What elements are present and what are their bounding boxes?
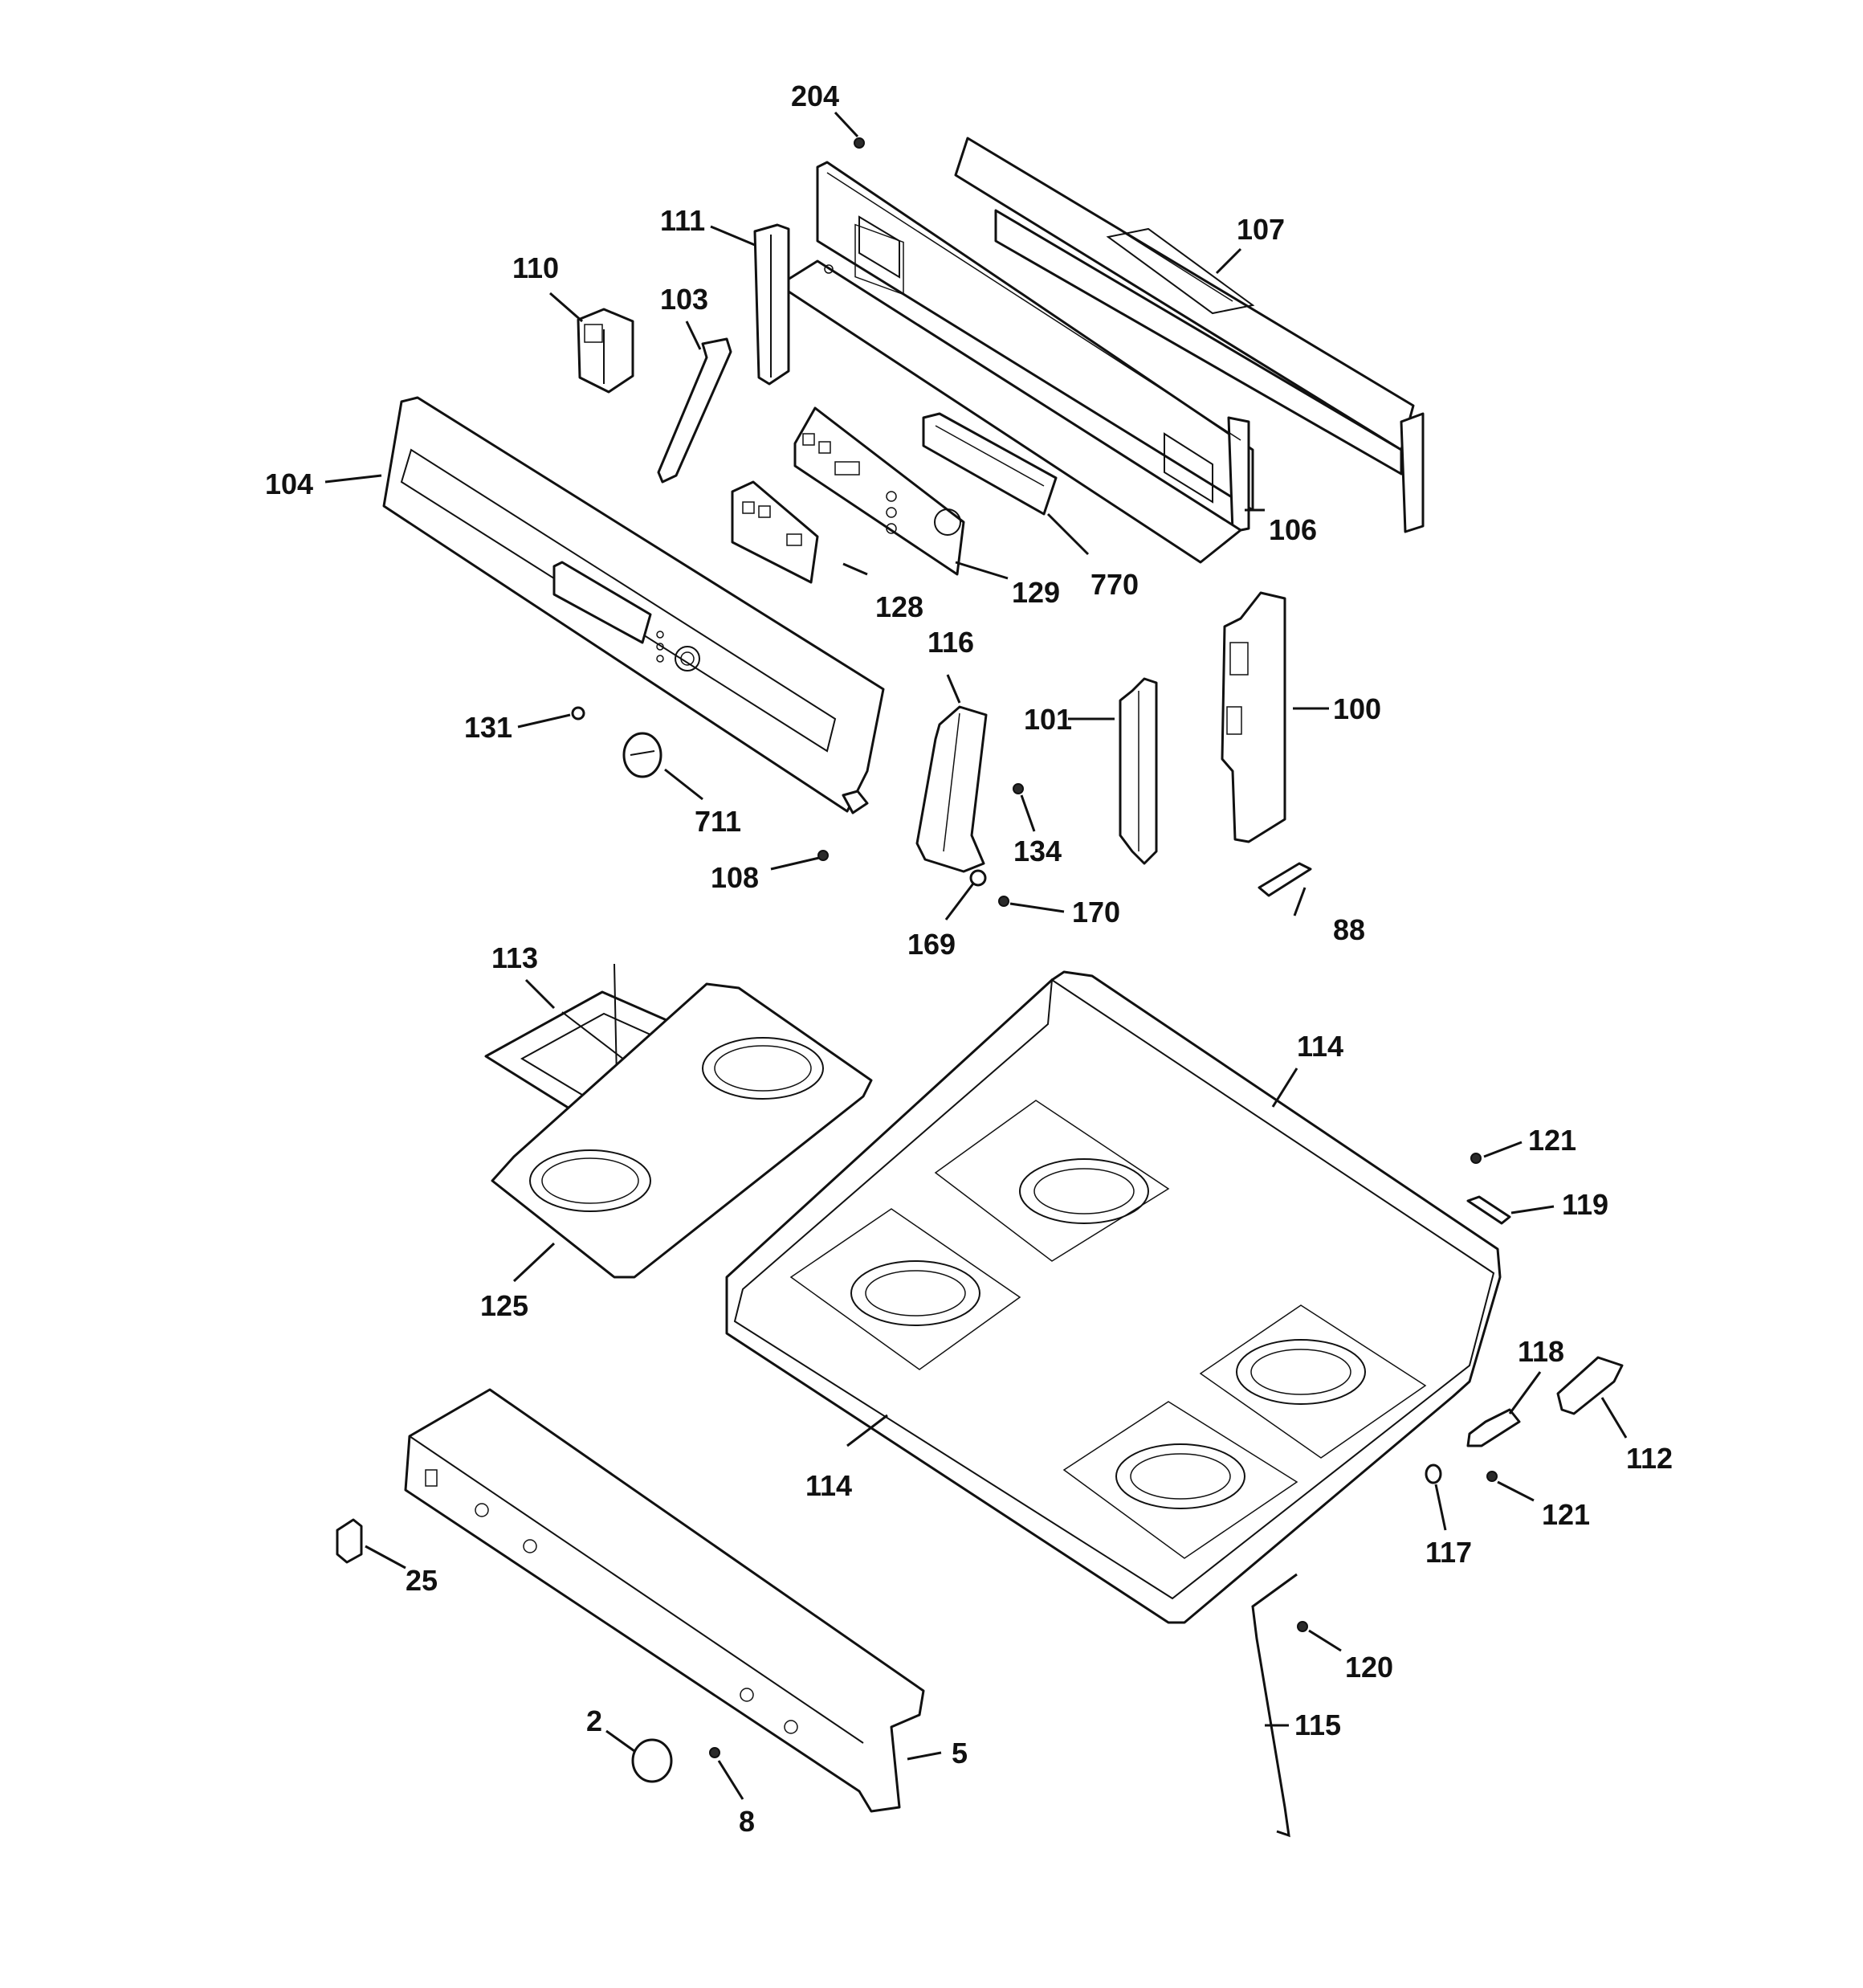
callout-204: 204 bbox=[791, 80, 839, 112]
part-112 bbox=[1556, 1356, 1624, 1415]
callout-131: 131 bbox=[464, 711, 512, 744]
callout-104: 104 bbox=[265, 467, 313, 500]
callout-121-lower: 121 bbox=[1542, 1498, 1590, 1531]
leader-lines bbox=[324, 111, 1628, 1800]
callout-103: 103 bbox=[660, 283, 708, 316]
part-107-rear-cover bbox=[954, 137, 1425, 533]
callout-107: 107 bbox=[1237, 213, 1285, 246]
callout-770: 770 bbox=[1090, 568, 1139, 601]
fasteners-lower bbox=[336, 1518, 720, 1783]
callout-119: 119 bbox=[1562, 1188, 1608, 1221]
part-100-side-panel bbox=[1221, 591, 1286, 843]
part-116-side-trim bbox=[915, 705, 988, 873]
button-131 bbox=[571, 706, 585, 720]
callout-8: 8 bbox=[739, 1805, 755, 1838]
part-770-label-strip bbox=[922, 412, 1058, 516]
callout-116: 116 bbox=[927, 626, 974, 659]
screw-8 bbox=[709, 1747, 720, 1758]
part-114-cooktop bbox=[725, 970, 1502, 1624]
part-128-overlay bbox=[731, 480, 819, 584]
washer-169 bbox=[969, 869, 987, 887]
callout-101: 101 bbox=[1024, 703, 1072, 736]
part-111-bracket bbox=[753, 223, 790, 386]
screw-204 bbox=[854, 137, 865, 149]
callout-112: 112 bbox=[1626, 1442, 1673, 1475]
callout-113: 113 bbox=[491, 941, 538, 974]
callout-labels: 204 111 107 110 103 104 106 128 129 770 … bbox=[265, 80, 1673, 1838]
fasteners-right bbox=[1251, 1153, 1624, 1838]
screw-134 bbox=[1013, 783, 1024, 794]
part-5-manifold-panel bbox=[404, 1388, 925, 1813]
callout-125: 125 bbox=[480, 1289, 528, 1322]
part-88-strip bbox=[1258, 862, 1312, 897]
part-129-control-board bbox=[793, 406, 965, 576]
callout-169: 169 bbox=[907, 928, 956, 961]
callout-25: 25 bbox=[406, 1564, 438, 1597]
screw-120 bbox=[1297, 1621, 1308, 1632]
screw-121-lower bbox=[1486, 1471, 1498, 1482]
callout-108: 108 bbox=[711, 861, 759, 894]
knob-711 bbox=[622, 732, 662, 778]
part-101-bracket bbox=[1119, 677, 1158, 865]
callout-711: 711 bbox=[695, 805, 741, 838]
callout-114-top: 114 bbox=[1297, 1030, 1343, 1063]
clip-119 bbox=[1466, 1195, 1511, 1225]
callout-114-bottom: 114 bbox=[805, 1469, 852, 1502]
callout-106: 106 bbox=[1269, 513, 1317, 546]
callout-88: 88 bbox=[1333, 913, 1365, 946]
bracket-118 bbox=[1466, 1408, 1521, 1447]
screw-170 bbox=[998, 896, 1009, 907]
callout-110: 110 bbox=[512, 251, 559, 284]
callout-129: 129 bbox=[1012, 576, 1060, 609]
callout-111: 111 bbox=[660, 204, 705, 237]
screw-108 bbox=[817, 850, 829, 861]
part-106-back-panel bbox=[777, 161, 1254, 564]
callout-100: 100 bbox=[1333, 692, 1381, 725]
callout-121-upper: 121 bbox=[1528, 1124, 1576, 1157]
callout-170: 170 bbox=[1072, 896, 1120, 929]
part-104-control-panel bbox=[382, 396, 885, 814]
rod-115 bbox=[1251, 1573, 1298, 1838]
screw-121-upper bbox=[1470, 1153, 1482, 1164]
knob-2 bbox=[631, 1738, 673, 1783]
part-125-burner-pans bbox=[491, 982, 873, 1279]
callout-115: 115 bbox=[1294, 1708, 1341, 1741]
part-103-strap bbox=[657, 337, 732, 484]
part-25 bbox=[336, 1518, 363, 1564]
callout-5: 5 bbox=[952, 1737, 968, 1770]
callout-2: 2 bbox=[586, 1704, 602, 1737]
callout-128: 128 bbox=[875, 590, 923, 623]
part-117 bbox=[1425, 1463, 1442, 1484]
callout-120: 120 bbox=[1345, 1651, 1393, 1684]
callout-117: 117 bbox=[1425, 1536, 1472, 1569]
fasteners-upper bbox=[571, 137, 1024, 907]
callout-134: 134 bbox=[1013, 835, 1062, 867]
part-110-module bbox=[577, 308, 634, 394]
callout-118: 118 bbox=[1518, 1335, 1564, 1368]
